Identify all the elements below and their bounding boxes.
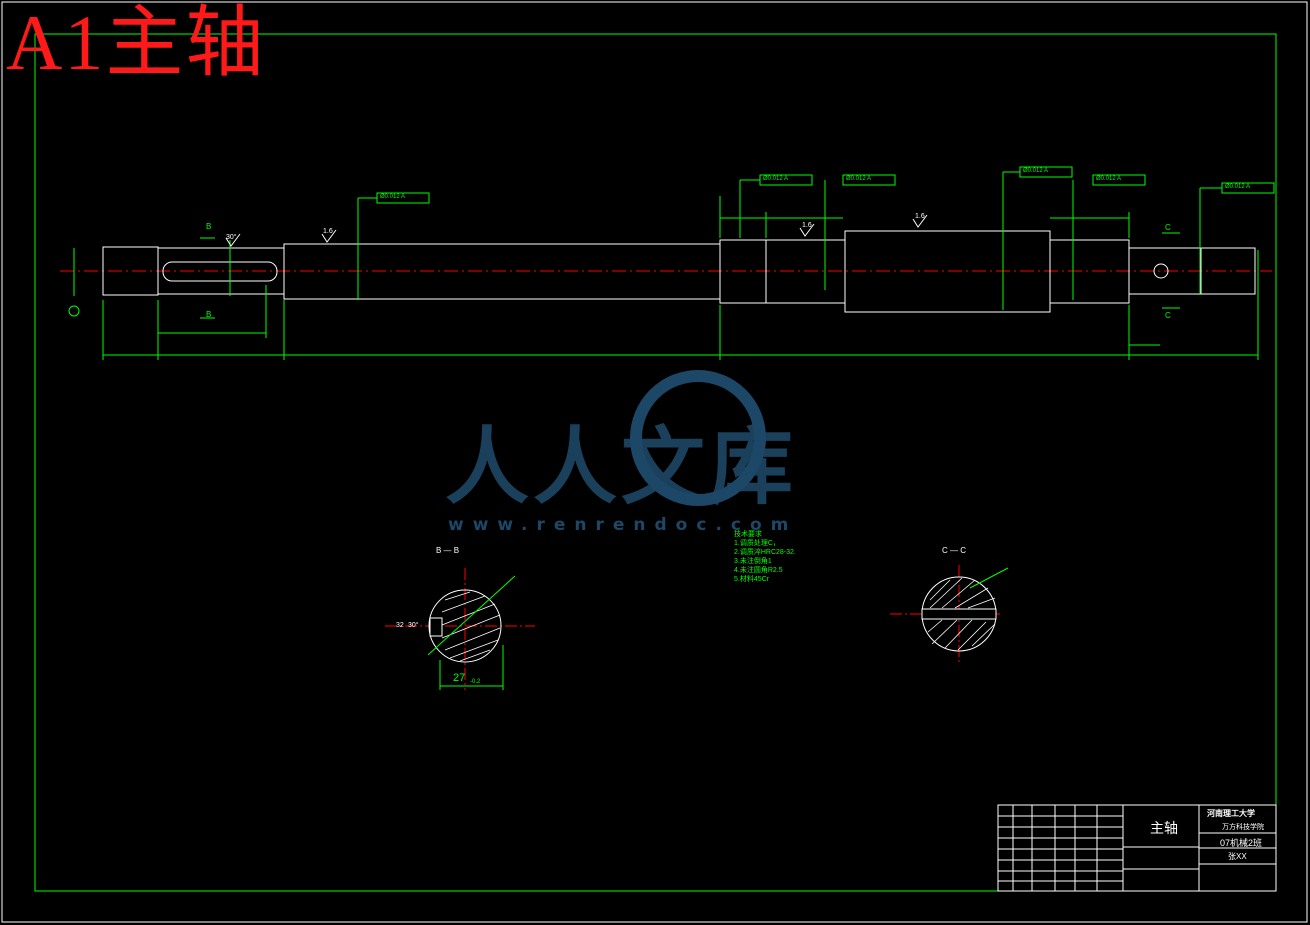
note-item: 3.未注倒角1: [734, 558, 772, 565]
section-b-dim-tol: -0.2: [470, 679, 481, 685]
finish-label: 1.6: [323, 228, 333, 235]
tolerance-label: Ø0.012 A: [763, 176, 789, 182]
tolerance-label: Ø0.012 A: [380, 194, 406, 200]
section-b-label: B — B: [436, 546, 460, 555]
technical-notes: 技术要求 1.调质处理C， 2.调质淬HRC28-32. 3.未注倒角1 4.未…: [734, 530, 796, 584]
section-b-angle: 30°: [408, 622, 419, 629]
watermark-circle: [630, 370, 766, 506]
dimension-lines: [73, 171, 1259, 360]
keyway-angle: 30°: [226, 234, 237, 241]
drawing-title: A1主轴: [6, 0, 266, 86]
section-c: [890, 565, 1009, 665]
note-item: 2.调质淬HRC28-32.: [734, 549, 796, 556]
surface-finish-marks: [225, 214, 928, 247]
section-c-label: C — C: [942, 546, 966, 555]
title-block: [997, 804, 1277, 892]
school-name: 河南理工大学: [1207, 809, 1255, 818]
note-item: 1.调质处理C，: [734, 540, 780, 547]
section-b: [385, 568, 535, 690]
drawing-frame: [34, 33, 1277, 892]
class-code: 07机械2班: [1220, 838, 1263, 848]
note-item: 4.未注圆角R2.5: [734, 567, 783, 574]
tolerance-label: Ø0.012 A: [1023, 168, 1049, 174]
note-item: 5.材料45Cr: [734, 576, 770, 583]
section-b-dim: 27: [453, 672, 466, 684]
finish-label: 1.6: [802, 222, 812, 229]
student-name: 张XX: [1228, 852, 1247, 861]
tolerance-label: Ø0.012 A: [1096, 176, 1122, 182]
tolerance-label: Ø0.012 A: [1225, 184, 1251, 190]
department-name: 万方科技学院: [1222, 824, 1264, 831]
cut-letter: C: [1165, 223, 1171, 232]
shaft-outline: [102, 230, 1256, 313]
part-name: 主轴: [1150, 820, 1178, 836]
cut-letter: B: [206, 222, 212, 231]
cut-letter: C: [1165, 311, 1171, 320]
notes-heading: 技术要求: [734, 531, 762, 538]
watermark-brand: 人人文库: [445, 418, 798, 516]
cut-letter: B: [206, 310, 212, 319]
watermark-url: www.renrendoc.com: [448, 515, 798, 535]
tolerance-label: Ø0.012 A: [846, 176, 872, 182]
tolerance-frames: [376, 166, 1275, 204]
finish-label: 1.6: [915, 213, 925, 220]
section-b-small-dim: 32: [396, 622, 404, 629]
datum-a-symbol: [68, 305, 80, 317]
